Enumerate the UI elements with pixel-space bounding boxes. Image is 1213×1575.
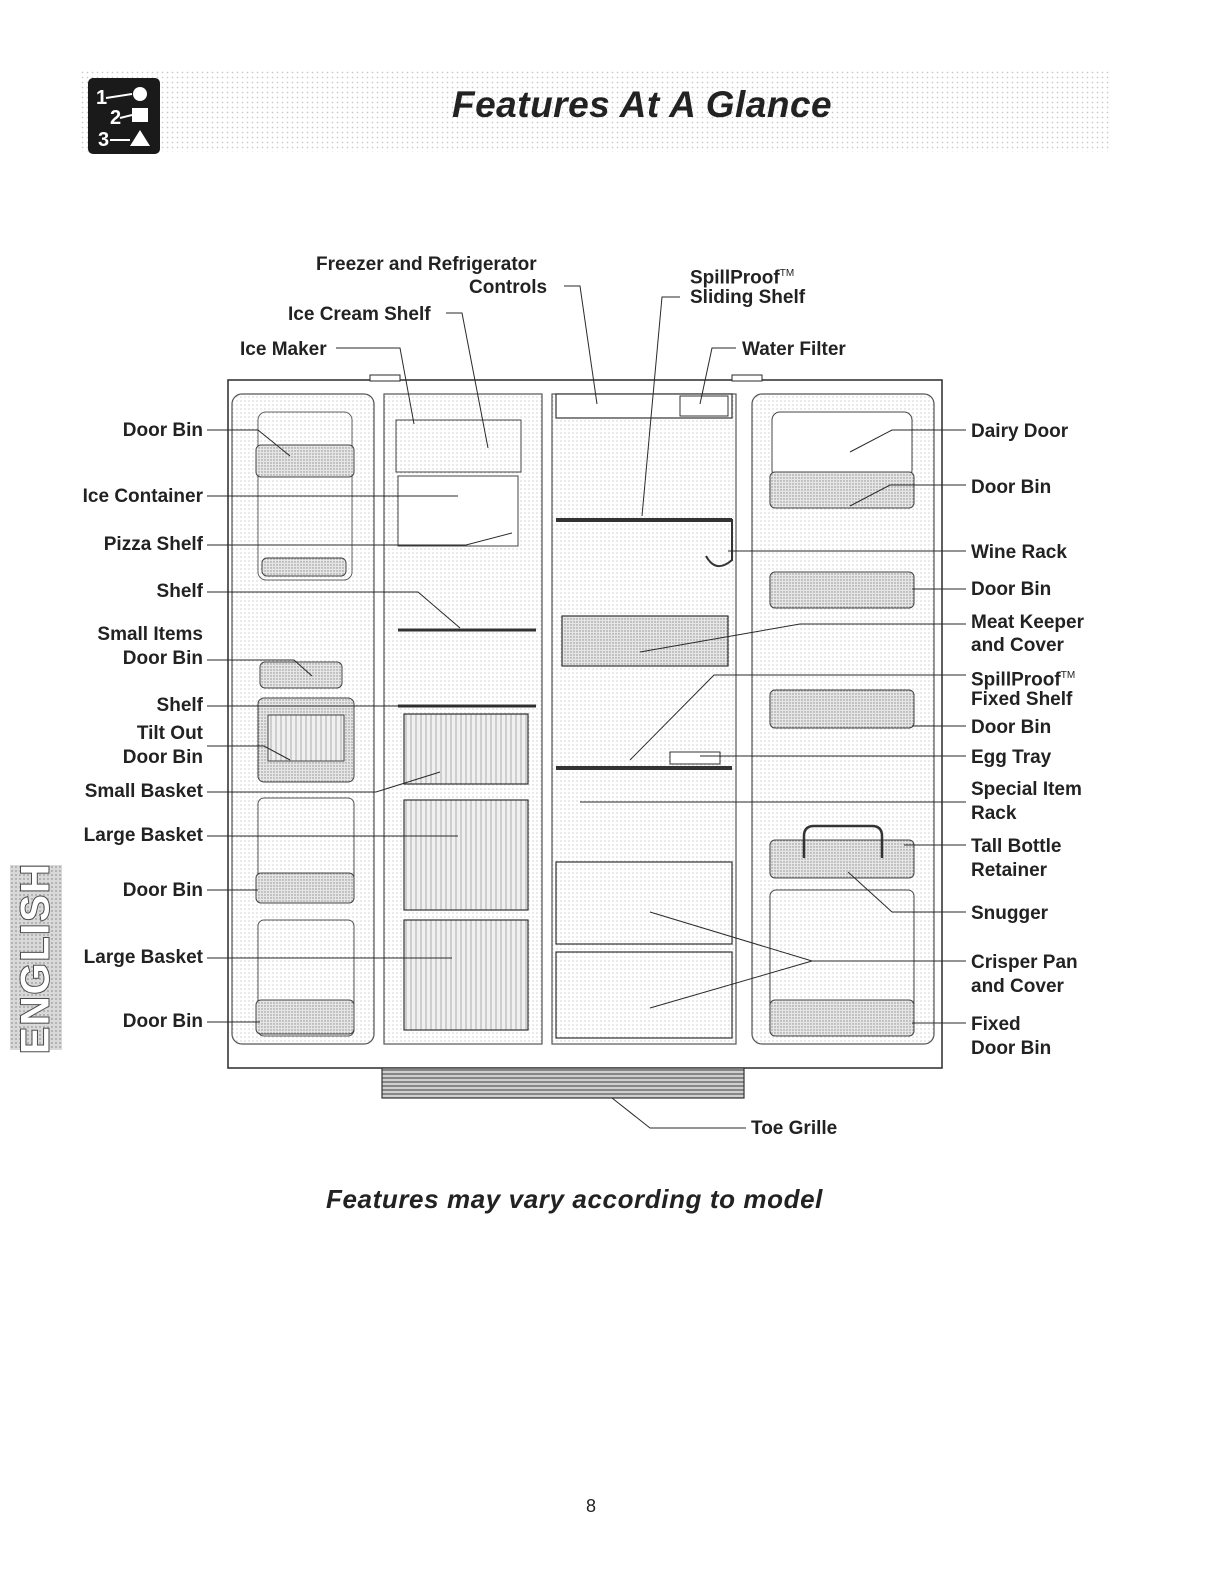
label-door-bin: Door Bin <box>122 420 203 441</box>
label-spillproof-sliding-line2: Sliding Shelf <box>690 287 806 308</box>
label-spillproof-fixed-line2: Fixed Shelf <box>971 689 1073 710</box>
tall-bottle-bin <box>769 839 915 879</box>
label-large-basket-2: Large Basket <box>83 947 203 968</box>
label-tilt-out-line1: Tilt Out <box>136 723 203 744</box>
label-egg-tray: Egg Tray <box>971 747 1052 768</box>
label-meat-keeper-line1: Meat Keeper <box>971 612 1084 633</box>
label-right-door-bin-2: Door Bin <box>971 579 1052 600</box>
label-small-items-line1: Small Items <box>97 624 203 645</box>
label-pizza-shelf: Pizza Shelf <box>103 534 203 555</box>
label-fixed-door-bin-line1: Fixed <box>971 1014 1021 1035</box>
label-special-item-line1: Special Item <box>971 779 1082 800</box>
label-spillproof-fixed-line1: SpillProofTM <box>971 669 1076 691</box>
label-shelf-2: Shelf <box>156 695 203 716</box>
label-right-door-bin-3: Door Bin <box>971 717 1052 738</box>
page-title: Features At A Glance <box>452 84 833 125</box>
label-wine-rack: Wine Rack <box>971 542 1067 563</box>
tall-bottle-retainer <box>802 824 884 858</box>
svg-text:3: 3 <box>98 129 109 151</box>
large-basket-lower <box>403 919 529 1031</box>
label-door-bin-3: Door Bin <box>122 1011 203 1032</box>
label-tall-bottle-line2: Retainer <box>971 860 1048 881</box>
crisper-upper <box>555 861 733 945</box>
label-ice-container: Ice Container <box>82 486 203 507</box>
door-bin <box>255 444 355 478</box>
toe-grille <box>381 1067 745 1099</box>
water-filter <box>679 395 729 417</box>
label-large-basket: Large Basket <box>83 825 203 846</box>
label-small-basket: Small Basket <box>84 781 203 802</box>
footer-note: Features may vary according to model <box>326 1184 823 1214</box>
ice-maker <box>395 419 522 473</box>
trademark-mark-2: TM <box>1060 670 1076 681</box>
label-freezer-refrigerator-controls-line2: Controls <box>469 277 548 298</box>
label-toe-grille: Toe Grille <box>751 1118 838 1139</box>
label-meat-keeper-line2: and Cover <box>971 635 1064 656</box>
small-basket <box>403 713 529 785</box>
wine-rack <box>705 519 733 567</box>
label-tilt-out-line2: Door Bin <box>122 747 203 768</box>
egg-tray <box>669 751 721 765</box>
label-special-item-line2: Rack <box>971 803 1017 824</box>
steps-logo-icon: 1 2 3 <box>88 78 160 154</box>
svg-text:2: 2 <box>110 107 121 129</box>
label-spillproof-sliding-line1: SpillProofTM <box>690 267 795 289</box>
svg-text:1: 1 <box>96 87 107 109</box>
label-fixed-door-bin-line2: Door Bin <box>971 1038 1052 1059</box>
label-right-door-bin: Door Bin <box>971 477 1052 498</box>
label-small-items-line2: Door Bin <box>122 648 203 669</box>
label-freezer-refrigerator-controls-line1: Freezer and Refrigerator <box>316 254 537 275</box>
language-tab <box>10 865 62 1050</box>
label-snugger: Snugger <box>971 903 1049 924</box>
label-crisper-line2: and Cover <box>971 976 1064 997</box>
label-ice-maker: Ice Maker <box>240 339 327 360</box>
header-band <box>80 70 1110 152</box>
small-items-bin <box>259 661 343 689</box>
label-crisper-line1: Crisper Pan <box>971 952 1078 973</box>
trademark-mark: TM <box>779 268 795 279</box>
label-dairy-door: Dairy Door <box>971 421 1069 442</box>
label-tall-bottle-line1: Tall Bottle <box>971 836 1062 857</box>
page-number: 8 <box>586 1496 597 1516</box>
label-ice-cream-shelf: Ice Cream Shelf <box>288 304 431 325</box>
label-water-filter: Water Filter <box>742 339 846 360</box>
dairy-door <box>771 411 913 479</box>
crisper-lower <box>555 951 733 1039</box>
label-door-bin-2: Door Bin <box>122 880 203 901</box>
label-shelf: Shelf <box>156 581 203 602</box>
ice-container <box>397 475 519 547</box>
large-basket-upper <box>403 799 529 911</box>
